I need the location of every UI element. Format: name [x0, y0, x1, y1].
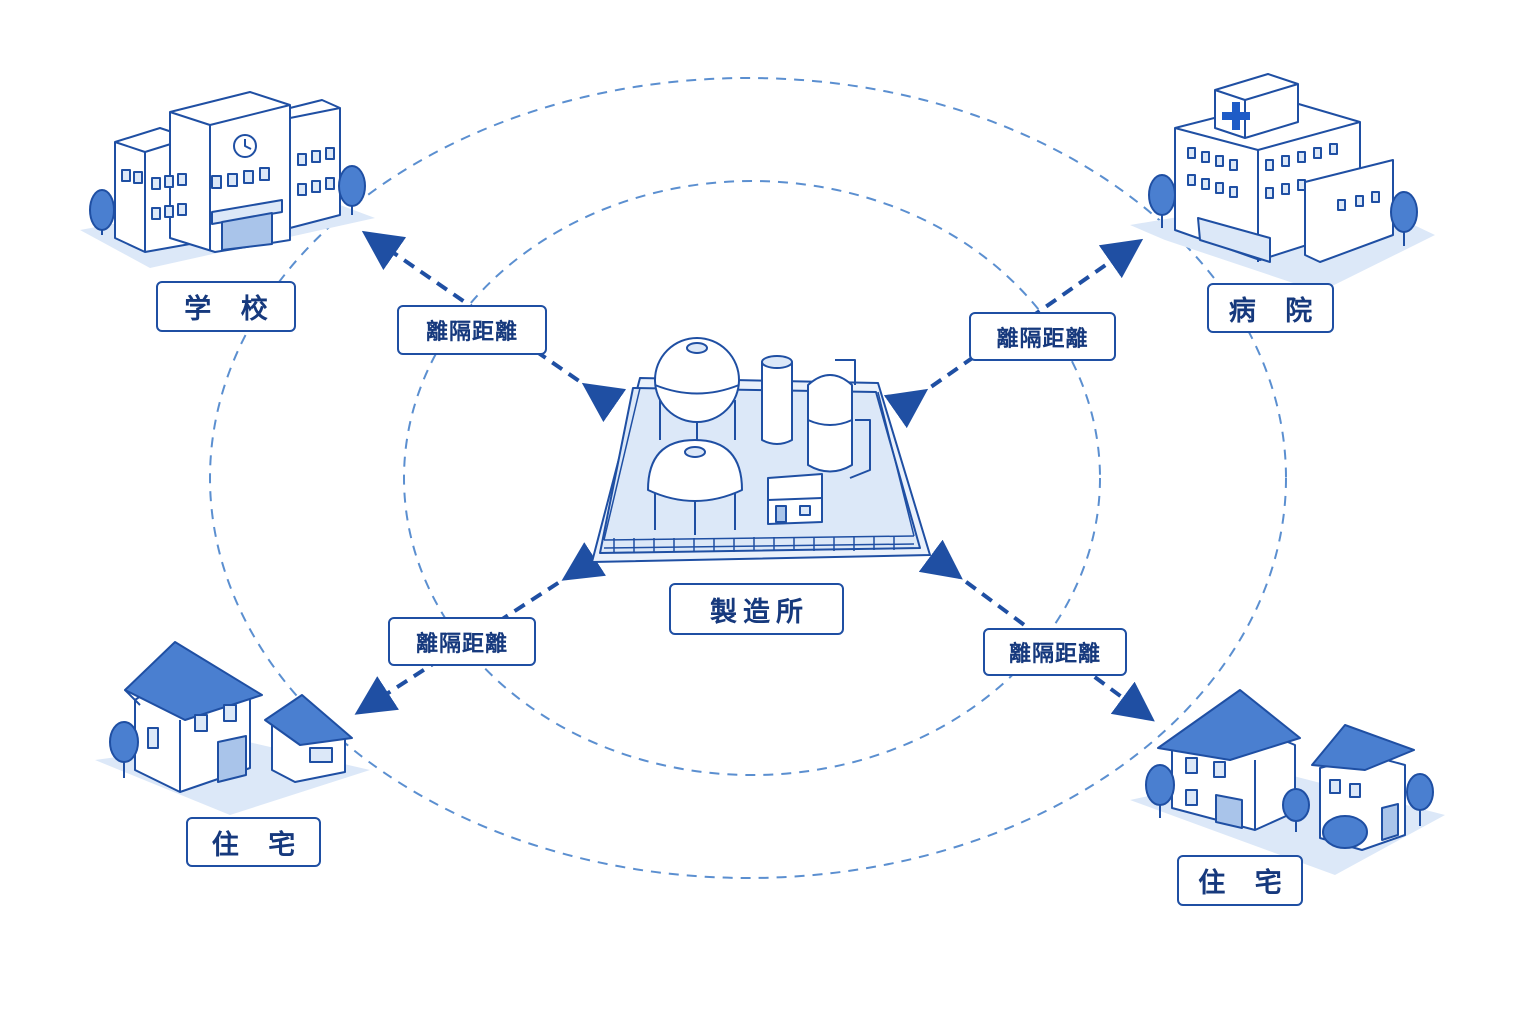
school-label: 学 校: [156, 281, 296, 332]
distance-label-hospital: 離隔距離: [969, 312, 1116, 361]
outer-ring: [209, 77, 1287, 879]
inner-ring: [403, 180, 1101, 776]
residence-left-illustration: [95, 641, 370, 815]
distance-label-residence-right: 離隔距離: [983, 628, 1127, 676]
distance-label-residence-left: 離隔距離: [388, 617, 536, 666]
residence-left-label: 住 宅: [186, 817, 321, 867]
residence-right-illustration: [1130, 689, 1445, 875]
school-illustration: [80, 91, 375, 268]
factory-label: 製造所: [669, 583, 844, 635]
arrow-school: [361, 230, 627, 423]
hospital-illustration: [1130, 73, 1435, 292]
residence-right-label: 住 宅: [1177, 855, 1303, 906]
distance-label-school: 離隔距離: [397, 305, 547, 355]
factory-illustration: [591, 337, 931, 563]
hospital-label: 病 院: [1207, 283, 1334, 333]
